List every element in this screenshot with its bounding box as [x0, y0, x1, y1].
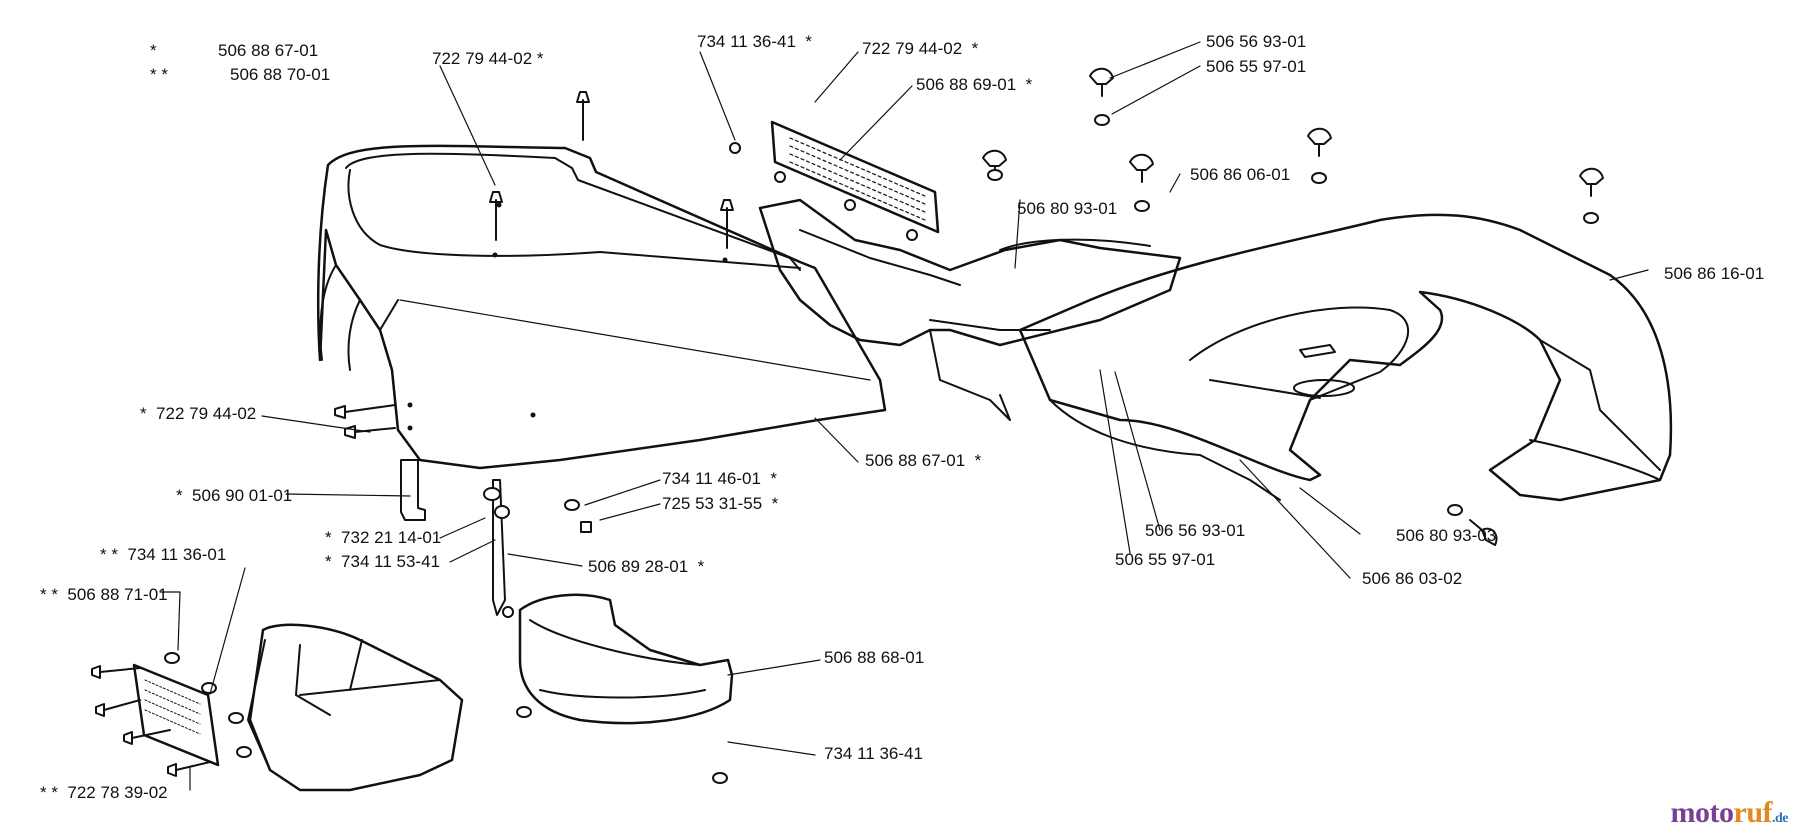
part-label-506-89-28-01[interactable]: 506 89 28-01 * [588, 557, 705, 576]
watermark-part-3: .de [1772, 811, 1789, 826]
part-label-725-53-31-55[interactable]: 725 53 31-55 * [662, 494, 779, 513]
part-label-732-21-14-01[interactable]: * 732 21 14-01 [325, 528, 442, 547]
knob-screws [982, 67, 1604, 546]
front-hood-part [316, 144, 887, 470]
part-label-734-11-36-41-bot[interactable]: 734 11 36-41 [824, 744, 923, 763]
part-label-722-78-39-02[interactable]: * * 722 78 39-02 [40, 783, 168, 802]
strip-bracket-part [492, 479, 514, 618]
part-label-506-56-93-01-mid[interactable]: 506 56 93-01 [1145, 521, 1246, 540]
legend-mark-1: * [150, 41, 157, 60]
part-label-734-11-36-01[interactable]: * * 734 11 36-01 [100, 545, 227, 564]
part-label-722-79-44-02-left[interactable]: * 722 79 44-02 [140, 404, 257, 423]
leader-lines [159, 41, 1649, 791]
part-label-722-79-44-02-top[interactable]: 722 79 44-02 * [432, 49, 544, 68]
part-label-734-11-46-01[interactable]: 734 11 46-01 * [662, 469, 777, 488]
grille-plate-part [729, 120, 940, 241]
dash-panel-part [758, 198, 1182, 421]
legend-part-2: 506 88 70-01 [230, 65, 331, 84]
watermark-part-1: moto [1670, 796, 1734, 829]
part-label-734-11-36-41-top[interactable]: 734 11 36-41 * [697, 32, 812, 51]
hood-screws [334, 91, 734, 439]
part-label-506-55-97-01-mid[interactable]: 506 55 97-01 [1115, 550, 1216, 569]
part-label-506-80-93-01[interactable]: 506 80 93-01 [1017, 199, 1118, 218]
bin-fasteners [91, 652, 252, 777]
seat-bracket-part [516, 593, 734, 784]
part-label-506-88-69-01[interactable]: 506 88 69-01 * [916, 75, 1033, 94]
watermark-part-2: ruf [1733, 796, 1773, 829]
part-label-506-86-03-02[interactable]: 506 86 03-02 [1362, 569, 1463, 588]
part-label-506-55-97-01-top[interactable]: 506 55 97-01 [1206, 57, 1307, 76]
legend-mark-2: * * [150, 65, 168, 84]
motoruf-watermark-logo: motoruf.de [1670, 796, 1789, 829]
part-label-506-86-06-01[interactable]: 506 86 06-01 [1190, 165, 1291, 184]
part-label-506-86-16-01[interactable]: 506 86 16-01 [1664, 264, 1765, 283]
part-label-734-11-53-41[interactable]: * 734 11 53-41 [325, 552, 440, 571]
part-label-506-88-67-01[interactable]: 506 88 67-01 * [865, 451, 982, 470]
rear-bin-part [132, 623, 464, 792]
part-label-506-80-93-03[interactable]: 506 80 93-03 [1396, 526, 1497, 545]
part-label-506-56-93-01-top[interactable]: 506 56 93-01 [1206, 32, 1307, 51]
part-label-506-90-01-01[interactable]: * 506 90 01-01 [176, 486, 293, 505]
fender-part [1018, 213, 1673, 502]
part-label-722-79-44-02-mid[interactable]: 722 79 44-02 * [862, 39, 979, 58]
legend-part-1: 506 88 67-01 [218, 41, 319, 60]
part-label-506-88-71-01[interactable]: * * 506 88 71-01 [40, 585, 168, 604]
small-hardware [400, 459, 592, 533]
part-label-506-88-68-01[interactable]: 506 88 68-01 [824, 648, 925, 667]
